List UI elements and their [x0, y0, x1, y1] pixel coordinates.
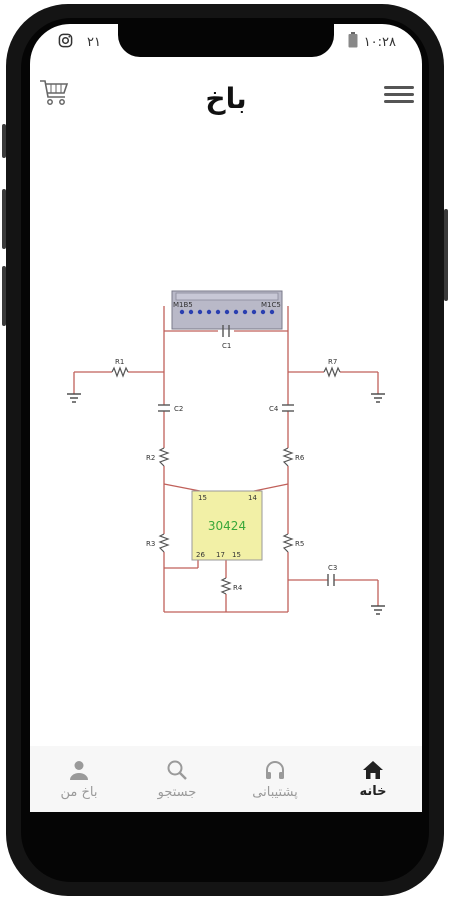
app-logo[interactable]: باخ — [205, 82, 247, 115]
circuit-diagram: M1B5 M1C5 — [67, 290, 385, 615]
cart-icon — [40, 80, 69, 105]
tab-support-label: پشتیبانی — [252, 784, 298, 800]
notch — [118, 24, 334, 57]
chip-pin-label: 15 — [198, 494, 207, 502]
status-bar-right: ۱۰:۲۸ — [348, 32, 396, 52]
volume-up-button — [2, 189, 6, 249]
home-icon — [363, 760, 383, 779]
menu-icon-bar — [384, 93, 414, 96]
tab-profile[interactable]: باخ من — [30, 746, 128, 812]
chip-pin-label: 14 — [248, 494, 257, 502]
label-r3: R3 — [146, 540, 155, 548]
label-r1: R1 — [115, 358, 124, 366]
label-r2: R2 — [146, 454, 155, 462]
chip-pin-label: 15 — [232, 551, 241, 559]
mute-switch — [2, 124, 6, 158]
user-icon — [70, 760, 88, 780]
app-header: باخ — [30, 70, 422, 126]
status-time: ۱۰:۲۸ — [363, 34, 396, 50]
menu-icon-bar — [384, 86, 414, 89]
capacitor-symbols — [158, 325, 335, 586]
tab-search[interactable]: جستجو — [128, 746, 226, 812]
label-r4: R4 — [233, 584, 243, 592]
label-c1: C1 — [222, 342, 231, 350]
menu-icon-bar — [384, 100, 414, 103]
label-c4: C4 — [269, 405, 279, 413]
tab-search-label: جستجو — [157, 784, 197, 800]
label-c3: C3 — [328, 564, 337, 572]
label-r7: R7 — [328, 358, 337, 366]
headphones-icon — [266, 760, 284, 779]
connector-label-left: M1B5 — [173, 301, 193, 309]
label-r6: R6 — [295, 454, 305, 462]
tab-profile-label: باخ من — [60, 784, 98, 800]
volume-down-button — [2, 266, 6, 326]
bottom-tab-bar: خانه پشتیبانی جستجو باخ من — [30, 746, 422, 812]
chip-label: 30424 — [208, 519, 246, 533]
power-button — [444, 209, 448, 301]
ic-chip: 15 14 26 17 15 30424 — [191, 490, 263, 561]
label-c2: C2 — [174, 405, 183, 413]
app-screen: ۲۱ ۱۰:۲۸ باخ — [30, 24, 422, 812]
status-bar-left: ۲۱ — [58, 32, 101, 52]
circuit-wires — [73, 306, 379, 613]
tab-support[interactable]: پشتیبانی — [226, 746, 324, 812]
ground-symbols — [67, 393, 385, 615]
label-r5: R5 — [295, 540, 304, 548]
chip-pin-label: 17 — [216, 551, 225, 559]
connector-pins — [179, 309, 275, 315]
battery-icon — [348, 32, 358, 52]
chip-pin-label: 26 — [196, 551, 205, 559]
component-labels: R1 R7 R2 R6 R3 R5 R4 C1 C2 C4 C3 — [115, 342, 337, 592]
instagram-icon — [58, 33, 73, 52]
menu-button[interactable] — [384, 82, 414, 110]
connector-label-right: M1C5 — [261, 301, 281, 309]
notification-count: ۲۱ — [87, 34, 101, 50]
connector-header: M1B5 M1C5 — [171, 290, 283, 330]
tab-home[interactable]: خانه — [324, 746, 422, 812]
cart-button[interactable] — [38, 76, 70, 108]
circuit-content: M1B5 M1C5 — [30, 126, 422, 746]
tab-home-label: خانه — [359, 783, 387, 799]
resistor-symbols — [111, 366, 341, 595]
search-icon — [167, 760, 187, 780]
